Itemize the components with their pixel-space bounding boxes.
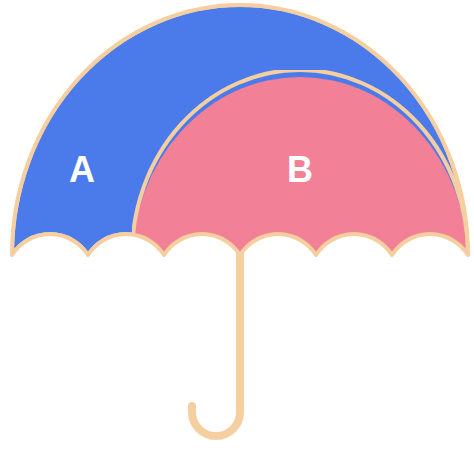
region-fill xyxy=(132,77,468,260)
handle-shaft xyxy=(192,250,240,436)
region-letter: B xyxy=(287,152,313,188)
canopy-outline xyxy=(12,5,468,255)
inner-region: B xyxy=(132,70,468,260)
canopy-region: AB xyxy=(0,0,474,262)
region-outline xyxy=(132,70,468,255)
region-letter: A xyxy=(69,152,95,188)
canopy-edge xyxy=(0,0,474,262)
